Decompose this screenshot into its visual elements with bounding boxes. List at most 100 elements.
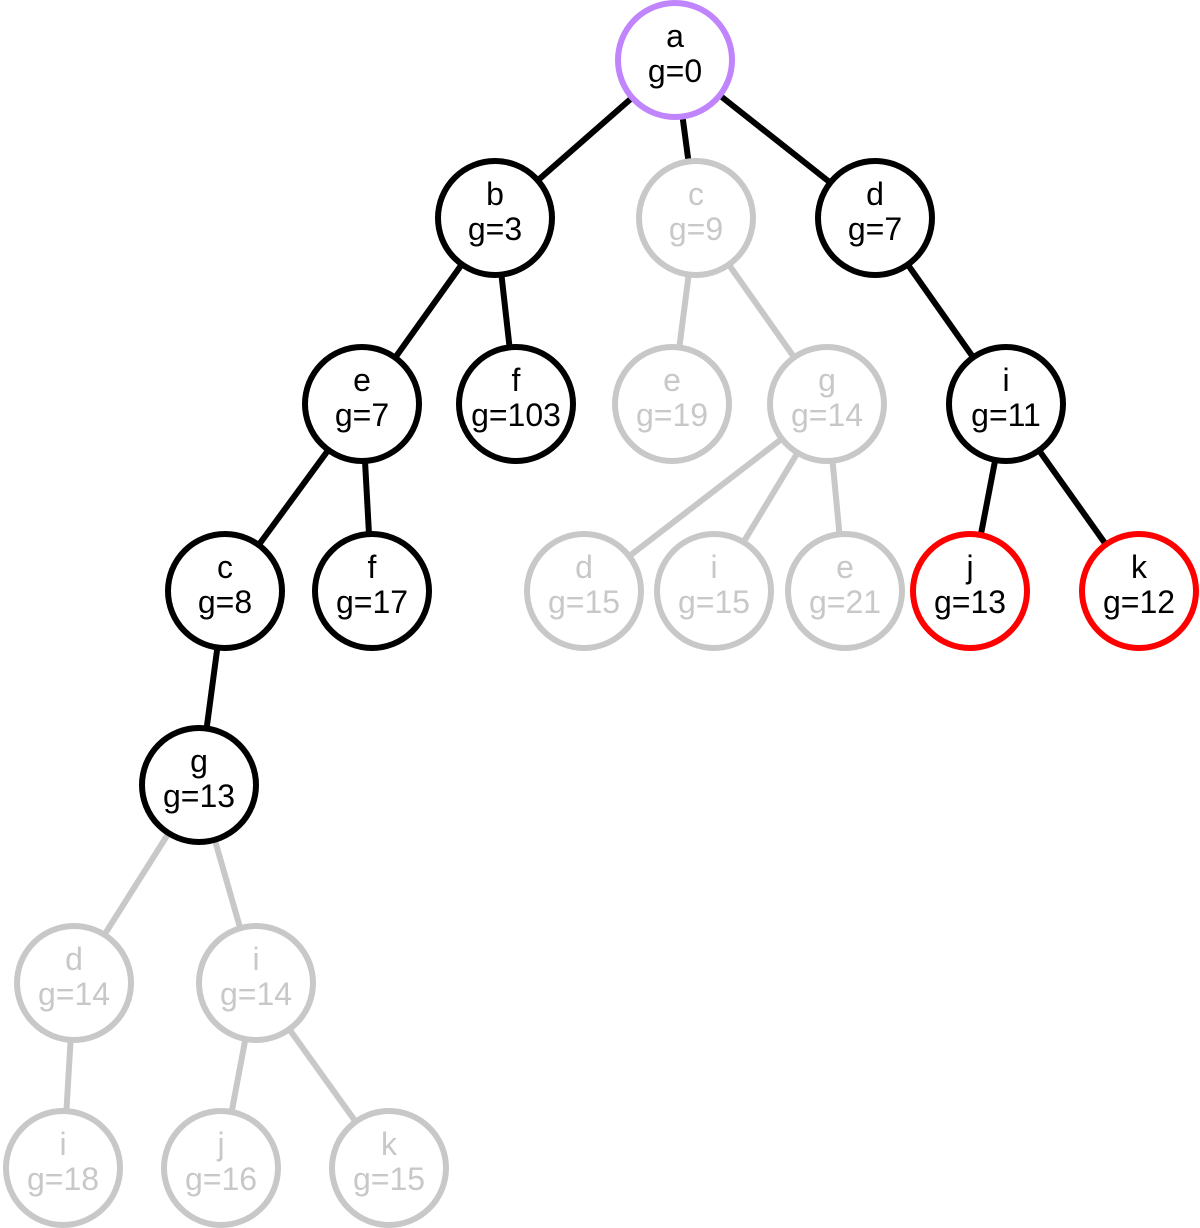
node-cost: g=8 <box>198 584 252 620</box>
edge-a-d1 <box>717 92 833 186</box>
tree-node-i4: ig=18 <box>3 1108 123 1228</box>
node-circle <box>139 725 259 845</box>
edge-g2-d3 <box>101 831 172 937</box>
tree-node-c2: cg=8 <box>165 531 285 651</box>
node-circle <box>1079 531 1199 651</box>
node-label: i <box>252 941 259 977</box>
node-circle <box>910 531 1030 651</box>
node-cost: g=14 <box>220 976 292 1012</box>
node-label: d <box>866 176 884 212</box>
node-circle <box>161 1108 281 1228</box>
node-circle <box>654 531 774 651</box>
edge-i1-k1 <box>1036 448 1109 547</box>
tree-node-k2: kg=15 <box>329 1108 449 1228</box>
node-cost: g=9 <box>669 211 723 247</box>
node-label: g <box>818 362 836 398</box>
tree-node-j2: jg=16 <box>161 1108 281 1228</box>
node-cost: g=13 <box>934 584 1006 620</box>
edge-e1-f2 <box>362 460 372 535</box>
node-circle <box>815 158 935 278</box>
node-circle <box>612 344 732 464</box>
edge-g1-d2 <box>627 436 784 559</box>
node-label: b <box>486 176 504 212</box>
tree-node-b: bg=3 <box>435 158 555 278</box>
tree-node-f2: fg=17 <box>312 531 432 651</box>
node-cost: g=17 <box>336 584 408 620</box>
tree-node-i1: ig=11 <box>946 344 1066 464</box>
node-circle <box>196 923 316 1043</box>
edge-e1-c2 <box>256 448 331 547</box>
node-label: k <box>1131 549 1148 585</box>
node-label: e <box>663 362 681 398</box>
tree-node-e2: eg=19 <box>612 344 732 464</box>
node-circle <box>329 1108 449 1228</box>
node-cost: g=19 <box>636 397 708 433</box>
node-cost: g=7 <box>335 397 389 433</box>
node-cost: g=21 <box>809 584 881 620</box>
node-label: c <box>688 176 704 212</box>
node-cost: g=103 <box>471 397 561 433</box>
edge-g2-i3 <box>211 838 244 930</box>
node-circle <box>524 531 644 651</box>
node-cost: g=16 <box>185 1161 257 1197</box>
edge-i1-j1 <box>977 459 999 536</box>
node-label: e <box>836 549 854 585</box>
node-cost: g=15 <box>678 584 750 620</box>
node-cost: g=15 <box>548 584 620 620</box>
nodes-layer: ag=0bg=3cg=9dg=7eg=7fg=103eg=19gg=14ig=1… <box>3 0 1199 1228</box>
node-label: c <box>217 549 233 585</box>
node-cost: g=12 <box>1103 584 1175 620</box>
edge-d1-i1 <box>905 262 976 360</box>
node-circle <box>785 531 905 651</box>
tree-node-i3: ig=14 <box>196 923 316 1043</box>
edge-b-f1 <box>498 274 513 348</box>
node-label: d <box>65 941 83 977</box>
node-label: e <box>353 362 371 398</box>
node-label: f <box>368 549 377 585</box>
node-circle <box>14 923 134 1043</box>
node-label: i <box>1002 362 1009 398</box>
node-cost: g=14 <box>38 976 110 1012</box>
node-cost: g=7 <box>848 211 902 247</box>
node-label: d <box>575 549 593 585</box>
edge-d3-i4 <box>63 1039 74 1112</box>
node-circle <box>615 0 735 120</box>
node-circle <box>767 344 887 464</box>
node-circle <box>312 531 432 651</box>
node-label: j <box>965 549 973 585</box>
tree-node-k1: kg=12 <box>1079 531 1199 651</box>
tree-node-g2: gg=13 <box>139 725 259 845</box>
tree-node-d3: dg=14 <box>14 923 134 1043</box>
node-cost: g=14 <box>791 397 863 433</box>
tree-node-d2: dg=15 <box>524 531 644 651</box>
node-cost: g=0 <box>648 53 702 89</box>
node-cost: g=13 <box>163 778 235 814</box>
tree-node-i2: ig=15 <box>654 531 774 651</box>
tree-node-g1: gg=14 <box>767 344 887 464</box>
node-label: i <box>710 549 717 585</box>
node-label: f <box>512 362 521 398</box>
node-label: j <box>216 1126 224 1162</box>
edge-c1-g1 <box>726 262 797 360</box>
tree-node-d1: dg=7 <box>815 158 935 278</box>
node-circle <box>435 158 555 278</box>
tree-node-a: ag=0 <box>615 0 735 120</box>
edge-i3-k2 <box>286 1027 359 1124</box>
node-circle <box>636 158 756 278</box>
node-label: a <box>666 18 684 54</box>
tree-node-e3: eg=21 <box>785 531 905 651</box>
node-circle <box>3 1108 123 1228</box>
edge-c2-g2 <box>203 647 221 729</box>
edge-g1-e3 <box>829 460 843 535</box>
node-cost: g=3 <box>468 211 522 247</box>
node-circle <box>946 344 1066 464</box>
edge-i3-j2 <box>228 1038 249 1113</box>
node-cost: g=15 <box>353 1161 425 1197</box>
tree-node-f1: fg=103 <box>456 344 576 464</box>
edge-a-b <box>535 95 635 183</box>
node-cost: g=11 <box>971 397 1041 433</box>
edges-layer <box>63 92 1109 1124</box>
tree-node-c1: cg=9 <box>636 158 756 278</box>
edge-a-c1 <box>679 116 692 162</box>
